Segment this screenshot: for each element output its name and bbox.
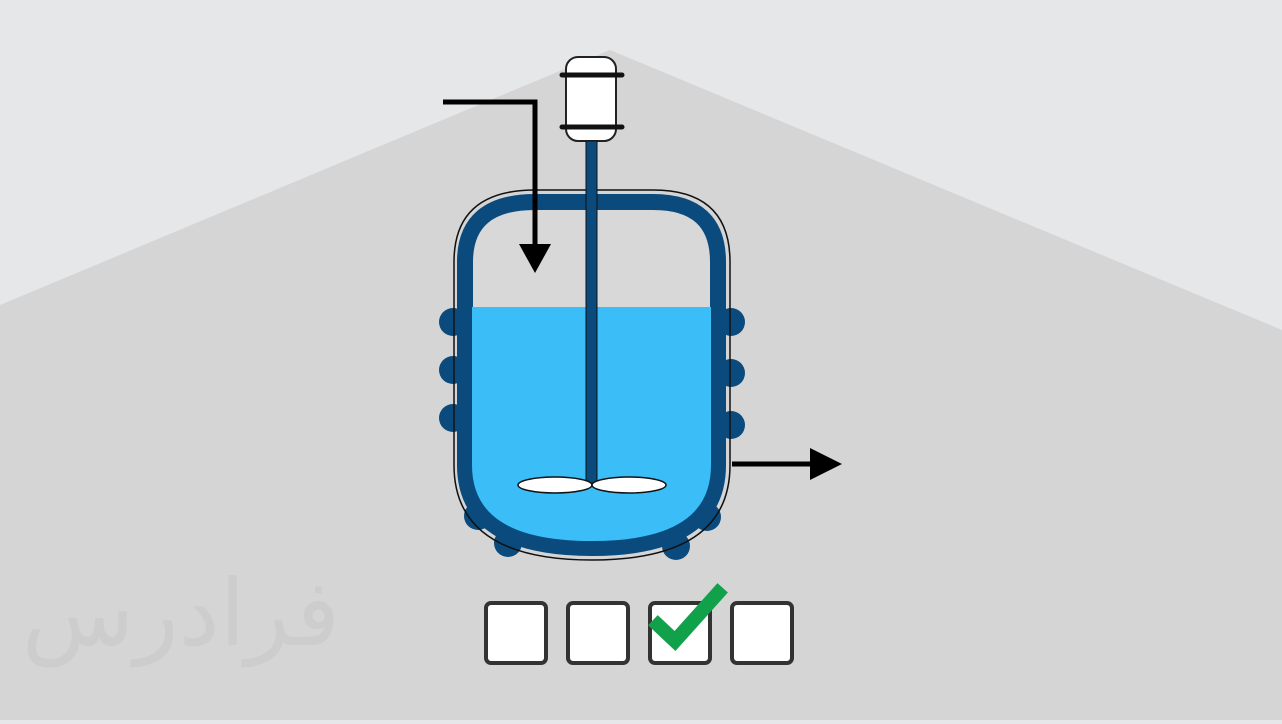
agitator-motor <box>559 56 625 142</box>
checkbox-1[interactable] <box>484 601 548 665</box>
checkbox-4[interactable] <box>730 601 794 665</box>
checkmark-icon <box>648 583 728 652</box>
checkbox-2[interactable] <box>566 601 630 665</box>
checkbox-row <box>484 583 794 665</box>
agitator-shaft <box>585 140 598 485</box>
arrow-down-icon <box>443 99 551 273</box>
arrow-right-icon <box>732 448 842 480</box>
impeller <box>517 476 667 494</box>
